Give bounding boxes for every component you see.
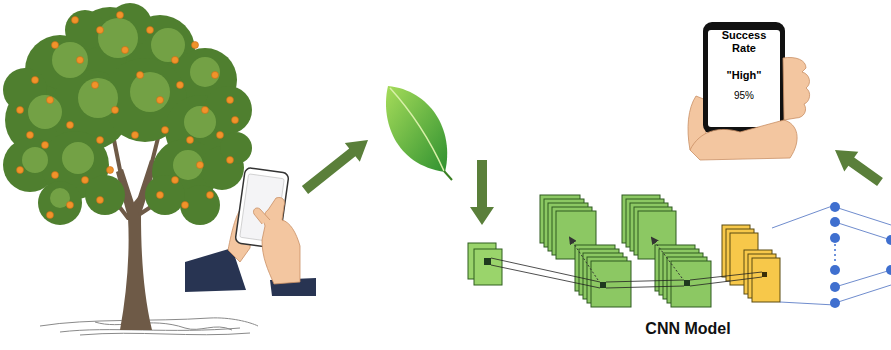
cnn-filters bbox=[484, 238, 767, 288]
cnn-model-block: CNN Model bbox=[455, 182, 891, 347]
leaf-image bbox=[386, 86, 452, 180]
model-label: CNN Model bbox=[608, 319, 768, 339]
flow-arrow bbox=[470, 160, 494, 225]
result-heading: Success Rate bbox=[713, 29, 775, 55]
cnn-pool-stack bbox=[722, 225, 780, 302]
result-phone: Success Rate "High" 95% bbox=[685, 18, 835, 158]
cnn-input-layer bbox=[468, 243, 502, 285]
hand-with-phone bbox=[688, 22, 810, 160]
result-percent: 95% bbox=[708, 90, 780, 102]
cnn-conv-stack bbox=[540, 195, 711, 307]
oranges bbox=[17, 12, 239, 219]
canopy-highlight bbox=[22, 18, 220, 208]
flow-arrow bbox=[302, 140, 368, 194]
result-level: "High" bbox=[708, 69, 780, 82]
dense-layer bbox=[772, 202, 891, 308]
tree-canopy bbox=[3, 3, 252, 225]
hands-with-phone bbox=[185, 167, 316, 296]
flow-arrow bbox=[835, 150, 883, 186]
